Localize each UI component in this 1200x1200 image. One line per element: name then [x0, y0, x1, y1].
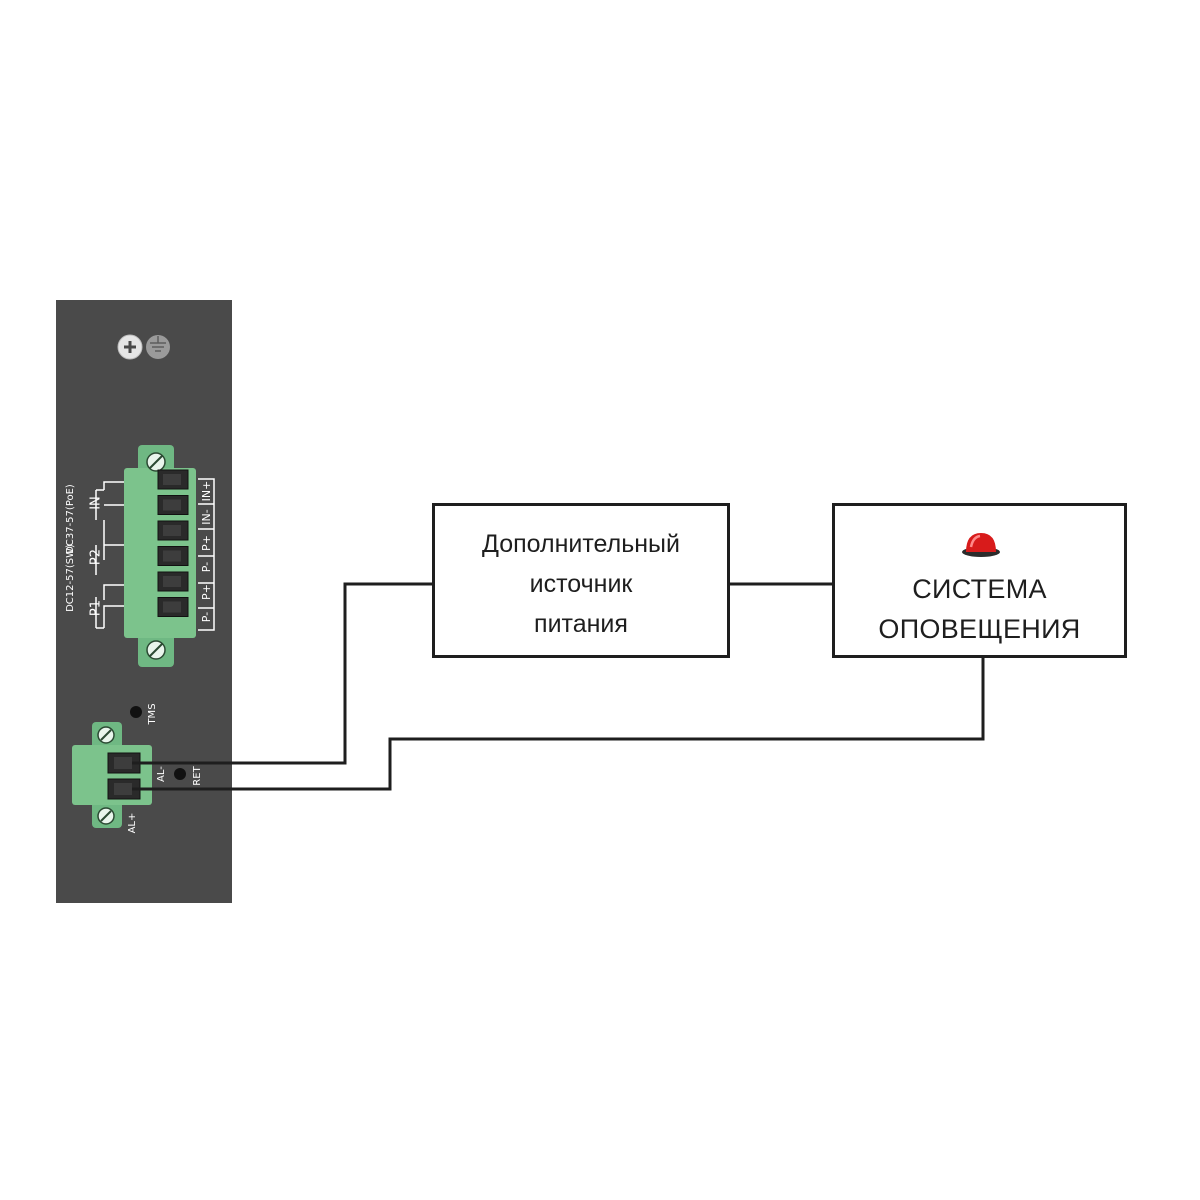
wire-al-plus [132, 658, 985, 791]
wire-al-minus [132, 582, 432, 765]
wires [132, 582, 985, 791]
group-label-p1: P1 [89, 600, 104, 616]
red-beacon-icon [962, 533, 1000, 557]
alarm-system-box: СИСТЕМА ОПОВЕЩЕНИЯ [832, 503, 1127, 658]
terminal-slot [157, 520, 189, 541]
terminal-pin-label: P- [200, 562, 213, 572]
group-label-p2: P2 [89, 549, 104, 565]
ret-label: RET [192, 765, 203, 785]
alarm-system-label: СИСТЕМА ОПОВЕЩЕНИЯ [835, 569, 1124, 649]
ground-screw-icon [117, 334, 170, 360]
power-supply-line-3: питания [534, 610, 628, 638]
terminal-slot [157, 571, 189, 592]
power-terminal-slots [157, 469, 189, 617]
alarm-system-line-1: СИСТЕМА [912, 574, 1047, 604]
alarm-system-line-2: ОПОВЕЩЕНИЯ [878, 614, 1081, 644]
input-voltage-sw-label: DC12-57(SW) [65, 544, 76, 612]
power-supply-box: Дополнительный источник питания [432, 503, 730, 658]
power-supply-line-1: Дополнительный [482, 530, 680, 558]
terminal-pin-label: P+ [200, 535, 213, 551]
tms-led [130, 706, 142, 718]
terminal-slot [157, 597, 189, 617]
input-voltage-poe-label: DC37-57(PoE) [65, 484, 76, 554]
alarm-pin-label-al-minus: AL- [156, 766, 167, 782]
panel-labels: DC12-57(SW)DC37-57(PoE) P1 P2 IN P- P+ P- P+ IN-… [65, 481, 213, 834]
terminal-pin-label: P+ [200, 584, 213, 600]
terminal-pin-label: P- [200, 612, 213, 622]
terminal-pin-label: IN- [200, 509, 213, 524]
terminal-slot [157, 546, 189, 566]
power-terminal-block [124, 445, 196, 667]
alarm-pin-label-al-plus: AL+ [127, 813, 138, 834]
terminal-pin-label: IN+ [200, 481, 213, 502]
group-label-in: IN [89, 496, 104, 510]
pin-bracket-lines [95, 478, 215, 631]
tms-label: TMS [147, 703, 158, 725]
power-supply-line-2: источник [529, 570, 633, 598]
terminal-slot [157, 495, 189, 515]
ret-button[interactable] [174, 768, 186, 780]
terminal-slot [157, 469, 189, 490]
power-supply-label: Дополнительный источник питания [435, 524, 727, 644]
